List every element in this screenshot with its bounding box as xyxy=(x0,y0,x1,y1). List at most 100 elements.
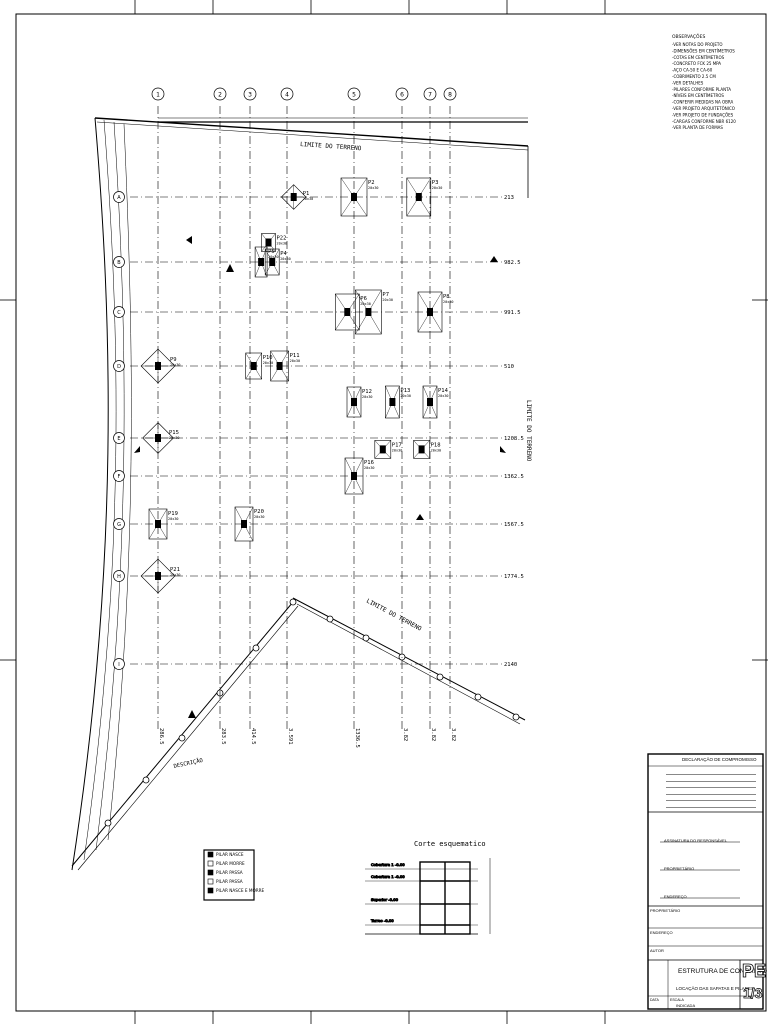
pillar-label: P1 xyxy=(303,191,310,197)
grid-column-level: 286.5 xyxy=(158,728,164,745)
note-line: -CARGAS CONFORME NBR 6120 xyxy=(672,119,736,124)
pillar-label: P13 xyxy=(400,388,410,394)
signature-responsible-label: ASSINATURA DO RESPONSÁVEL xyxy=(664,838,728,843)
grid-column-label: 1 xyxy=(156,92,160,99)
pillar-section xyxy=(351,472,357,480)
sheet-code: PE xyxy=(742,961,767,982)
grid-row-label: H xyxy=(117,574,121,580)
grid-column-level: 283.5 xyxy=(220,728,226,745)
drawing-title: ESTRUTURA DE CONCRETO xyxy=(678,968,768,975)
pillar-label: P6 xyxy=(360,296,367,302)
pillar-dims: 20x30 xyxy=(290,359,301,363)
grid-column-label: 8 xyxy=(448,92,452,99)
notes-block: OBSERVAÇÕES -VER NOTAS DO PROJETO-DIMENS… xyxy=(672,33,736,130)
section-level-label: Cobertura 1 -0.00 xyxy=(371,874,405,879)
grid-column-bubble xyxy=(395,87,409,101)
pillar-section xyxy=(418,445,425,454)
terrain-boundary xyxy=(71,117,529,871)
note-line: -COTAS EM CENTÍMETROS xyxy=(672,55,725,60)
note-line: -CONFERIR MEDIDAS NA OBRA xyxy=(672,100,734,105)
legend-label: PILAR NASCE E MORRE xyxy=(216,888,265,893)
pillar-section xyxy=(427,398,433,406)
terrain-label-lower: LIMITE DO TERRENO xyxy=(365,598,423,633)
grid-column-level: 3.82 xyxy=(450,728,456,741)
grid-column-bubble xyxy=(213,87,227,101)
note-line: -NÍVEIS EM CENTÍMETROS xyxy=(672,93,724,98)
grid-column-bubble xyxy=(443,87,457,101)
pillar-dims: 20x30 xyxy=(364,466,375,470)
legend-label: PILAR NASCE xyxy=(216,852,244,857)
pillar-label: P19 xyxy=(168,511,178,517)
note-line: -PILARES CONFORME PLANTA xyxy=(672,87,731,92)
section-level-label: Cobertura 1 -0.00 xyxy=(371,862,405,867)
declaration-line xyxy=(666,777,756,782)
signature-owner-label: PROPRIETÁRIO xyxy=(664,866,695,871)
pillar-dims: 20x30 xyxy=(169,436,180,440)
pillar-dims: 20x30 xyxy=(400,394,411,398)
pillar-section xyxy=(155,434,161,442)
grid-column-level: 1336.5 xyxy=(354,728,360,748)
pillar-label: P15 xyxy=(169,430,179,436)
grid-row-label: D xyxy=(117,364,121,370)
drawing-subtitle: LOCAÇÃO DAS SAPATAS E PILARES xyxy=(676,986,755,991)
note-line: -VER PROJETO ARQUITETÔNICO xyxy=(672,106,735,111)
address-label: ENDEREÇO xyxy=(650,930,673,935)
grid-column-label: 6 xyxy=(400,92,404,99)
pillar-section xyxy=(389,398,396,406)
declaration-text xyxy=(666,770,756,809)
pillar-label: P3 xyxy=(432,180,439,186)
grid-row-level: 510 xyxy=(504,364,514,370)
declaration-title: DECLARAÇÃO DE COMPROMISSO xyxy=(682,757,757,762)
pillar-label: P4 xyxy=(280,251,287,257)
legend-swatch xyxy=(207,878,214,885)
pillar-label: P20 xyxy=(254,509,264,515)
grid-row-label: E xyxy=(117,436,120,442)
note-line: -VER PLANTA DE FORMAS xyxy=(672,125,723,130)
grid-column-level: 3.591 xyxy=(287,728,293,745)
grid-column-label: 7 xyxy=(428,92,432,99)
pillar-dims: 20x30 xyxy=(431,448,442,452)
pillar-dims: 20x30 xyxy=(368,186,379,190)
pillar-section xyxy=(427,308,433,316)
note-line: -DIMENSÕES EM CENTÍMETROS xyxy=(672,48,735,53)
grid-row-bubble xyxy=(113,306,125,318)
grid-row-label: G xyxy=(117,522,121,528)
pillar-dims: 20x30 xyxy=(360,302,371,306)
pillar-layer: P120x30P220x30P320x30P420x30P520x30P620x… xyxy=(140,177,454,594)
pillar-section xyxy=(265,238,272,247)
pillar-dims: 20x30 xyxy=(168,517,179,521)
grid-column-level: 414.5 xyxy=(250,728,256,745)
grid-column-label: 3 xyxy=(248,92,252,99)
grid-row-level: 1774.5 xyxy=(504,574,524,580)
section-level-label: Terreo -0.00 xyxy=(370,918,394,923)
top-dimension-line xyxy=(158,117,528,123)
grid-row-level: 1362.5 xyxy=(504,474,524,480)
grid-row-label: B xyxy=(117,260,121,266)
note-line: -VER NOTAS DO PROJETO xyxy=(672,42,722,47)
declaration-line xyxy=(666,770,756,775)
legend-label: PILAR PASSA xyxy=(216,870,243,875)
schematic-section: Corte esquematico Cobertura 1 -0.00Cober… xyxy=(365,840,491,935)
boundary-posts xyxy=(104,598,520,827)
pillar-dims: 20x30 xyxy=(277,242,288,246)
grid-row-bubble xyxy=(113,191,125,203)
grid-row-level: 991.5 xyxy=(504,310,521,316)
pillar-label: P8 xyxy=(443,294,450,300)
pillar-dims: 20x30 xyxy=(443,300,454,304)
grid-row-bubble xyxy=(113,518,125,530)
note-line: -VER DETALHES xyxy=(672,80,704,85)
